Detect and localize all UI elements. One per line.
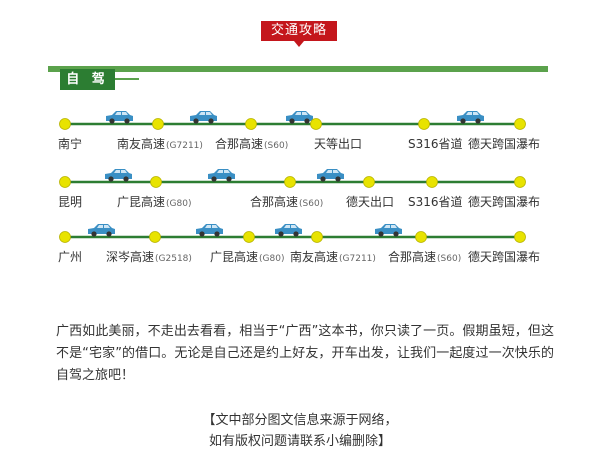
route-stop-label: 广昆高速(G80) [117,194,191,209]
car-icon [375,224,402,237]
route-stop-dot [418,118,430,130]
stop-name: 德天跨国瀑布 [468,249,540,264]
intro-paragraph: 广西如此美丽，不走出去看看，相当于“广西”这本书，你只读了一页。假期虽短，但这不… [56,324,554,383]
car-icon [105,169,132,182]
stop-name: 广州 [58,250,82,264]
route-stop-label: 天等出口 [314,137,362,151]
route-stop-dot [243,231,255,243]
route-stop-label: 深岑高速(G2518) [106,249,192,264]
route-stop-dot [59,231,71,243]
copyright-note-line1: 【文中部分图文信息来源于网络， [202,413,398,428]
stop-name: 天等出口 [314,137,362,151]
car-icon [190,111,217,124]
stop-road-code: (G7211) [166,141,203,151]
car-icon [457,111,484,124]
stop-name: 德天跨国瀑布 [468,194,540,209]
banner-label: 交通攻略 [261,21,337,41]
stop-name: 德天跨国瀑布 [468,136,540,151]
route-stop-label: 德天出口 [346,194,394,209]
route-stop-dot [426,176,438,188]
route-stop-dot [514,176,526,188]
route-stop-dot [311,231,323,243]
route-stop-dot [363,176,375,188]
route-stop-dot [149,231,161,243]
stop-road-code: (G80) [166,199,191,209]
car-icon [88,224,115,237]
route-stop-label: 广昆高速(G80) [210,249,284,264]
stop-road-code: (S60) [264,141,288,151]
route-stop-label: 德天跨国瀑布 [468,194,540,209]
route-stop-dot [150,176,162,188]
car-icon [196,224,223,237]
stop-name: 南宁 [58,136,82,151]
banner-pointer [294,41,304,47]
route-stop-label: 昆明 [58,195,82,209]
route-stop-dot [310,118,322,130]
stop-name: 南友高速 [117,136,165,151]
route-stop-label: 南友高速(G7211) [117,136,203,151]
stop-name: 南友高速 [290,249,338,264]
stop-name: 合那高速 [215,136,263,151]
route-stop-dot [514,231,526,243]
stop-name: 合那高速 [250,194,298,209]
stop-name: S316省道 [408,195,463,209]
route-stop-dot [59,118,71,130]
route-stop-label: S316省道 [408,195,463,209]
route-stop-label: S316省道 [408,137,463,151]
copyright-note: 【文中部分图文信息来源于网络， 如有版权问题请联系小编删除】 [0,410,600,452]
stop-name: 昆明 [58,195,82,209]
stop-name: S316省道 [408,137,463,151]
car-icon [286,111,313,124]
route-stop-dot [514,118,526,130]
section-banner: 交通攻略 [261,21,337,47]
route-stop-label: 合那高速(S60) [215,136,288,151]
stop-name: 广昆高速 [117,194,165,209]
route-stop-label: 合那高速(S60) [388,249,461,264]
car-icon [317,169,344,182]
stop-name: 广昆高速 [210,249,258,264]
stop-road-code: (S60) [299,199,323,209]
stop-name: 深岑高速 [106,249,154,264]
route-stop-label: 南友高速(G7211) [290,249,376,264]
car-icon [106,111,133,124]
route-stop-label: 德天跨国瀑布 [468,249,540,264]
route-stop-dot [59,176,71,188]
car-icon [208,169,235,182]
route-stop-dot [284,176,296,188]
route-stop-label: 德天跨国瀑布 [468,136,540,151]
route-stop-label: 合那高速(S60) [250,194,323,209]
stop-road-code: (G7211) [339,254,376,264]
tag-divider [115,78,139,80]
route-stop-label: 南宁 [58,136,82,151]
route-stop-dot [245,118,257,130]
stop-road-code: (S60) [437,254,461,264]
stop-name: 合那高速 [388,249,436,264]
stop-road-code: (G80) [259,254,284,264]
route-stop-dot [152,118,164,130]
stop-road-code: (G2518) [155,254,192,264]
route-stop-label: 广州 [58,250,82,264]
stop-name: 德天出口 [346,194,394,209]
copyright-note-line2: 如有版权问题请联系小编删除】 [208,434,391,449]
car-icon [275,224,302,237]
self-drive-tag: 自 驾 [60,69,115,90]
route-stop-dot [415,231,427,243]
